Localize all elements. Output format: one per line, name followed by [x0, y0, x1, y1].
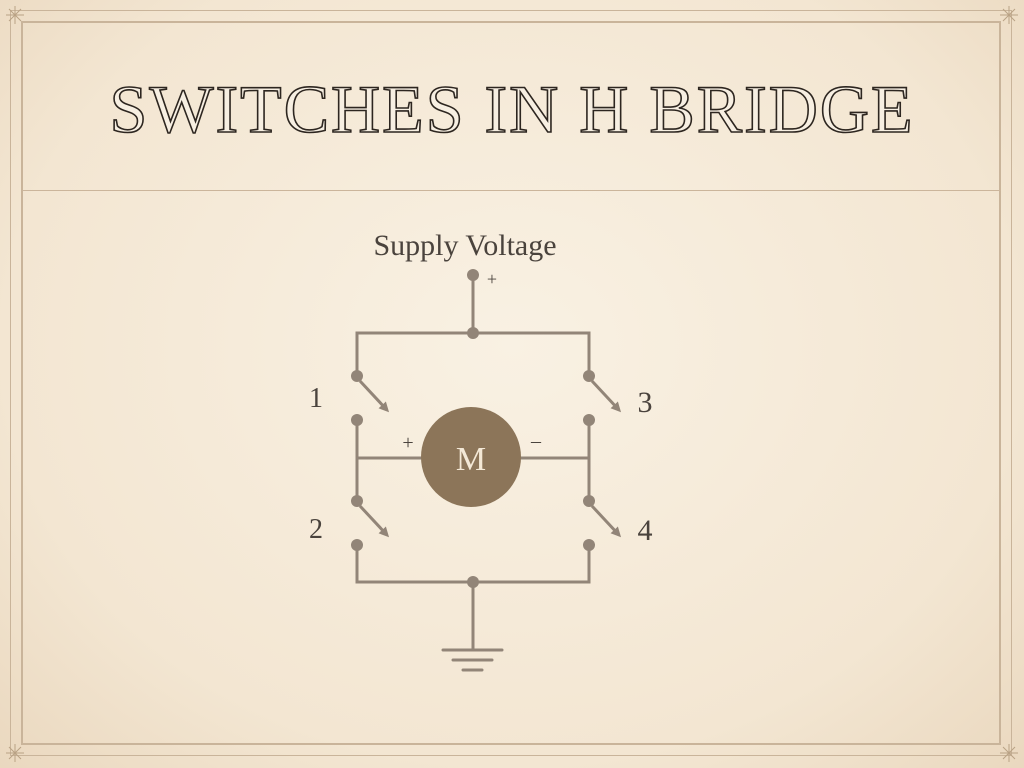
switch-3-top-node [583, 370, 595, 382]
switch-1-bottom-node [351, 414, 363, 426]
motor-symbol [421, 407, 521, 507]
switch-4-blade [590, 504, 622, 538]
corner-ornament-icon [6, 6, 24, 24]
title-divider [23, 190, 1001, 191]
bottom-junction-node [467, 576, 479, 588]
switch-1-top-node [351, 370, 363, 382]
switch-2-blade [358, 504, 390, 538]
slide-title: SWITCHES IN H BRIDGE [109, 70, 915, 148]
switch-3-bottom-node [583, 414, 595, 426]
corner-ornament-icon [1000, 6, 1018, 24]
switch-4-top-node [583, 495, 595, 507]
switch-1-label: 1 [309, 383, 323, 414]
top-junction-node [467, 327, 479, 339]
switch-2-label: 2 [309, 514, 323, 545]
corner-ornament-icon [6, 744, 24, 762]
supply-plus-label: + [487, 269, 497, 289]
motor-minus-label: – [530, 430, 542, 452]
slide-frame-outer [10, 10, 1012, 756]
switch-3-label: 3 [638, 386, 653, 419]
switch-3-blade [590, 379, 622, 413]
supply-terminal-node [467, 269, 479, 281]
supply-voltage-label: Supply Voltage [373, 229, 556, 262]
switch-2-top-node [351, 495, 363, 507]
circuit-nodes [351, 269, 595, 588]
switch-1-blade [358, 379, 390, 413]
switch-blades [358, 379, 622, 538]
switch-2-bottom-node [351, 539, 363, 551]
top-rail [355, 331, 591, 377]
switch-4-bottom-node [583, 539, 595, 551]
motor-label: M [456, 441, 486, 478]
corner-ornament-icon [1000, 744, 1018, 762]
switch-4-label: 4 [638, 514, 653, 547]
motor-plus-label: + [402, 432, 413, 454]
slide-frame-inner [21, 21, 1001, 745]
